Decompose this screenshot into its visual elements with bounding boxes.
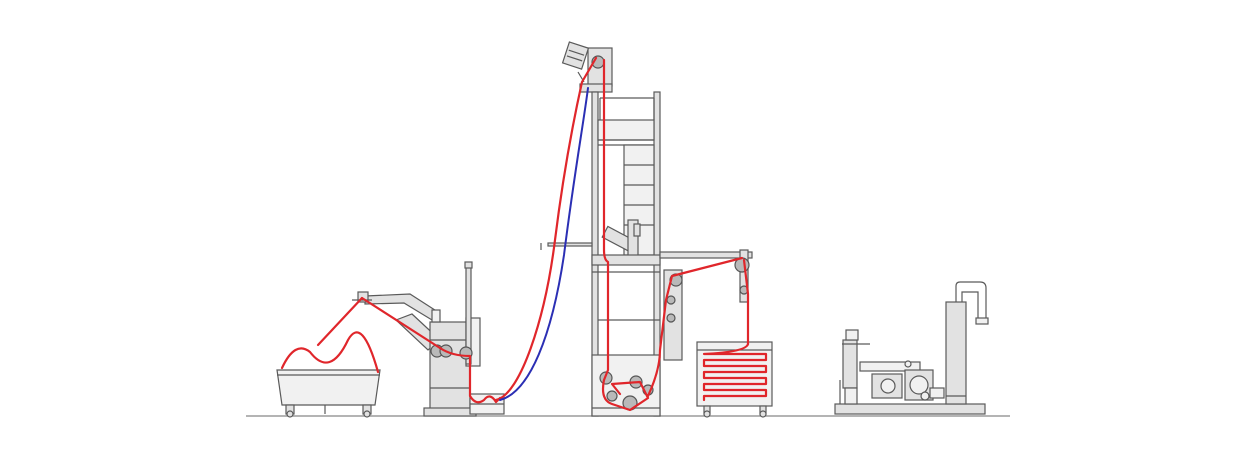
- j-box-transport: [469, 393, 505, 415]
- plaiting-feeder: [352, 261, 481, 417]
- return-path: [499, 87, 589, 401]
- fabric-truck: [276, 369, 381, 418]
- fabric-path: [280, 56, 768, 412]
- vacuum-pump-unit: [834, 281, 989, 415]
